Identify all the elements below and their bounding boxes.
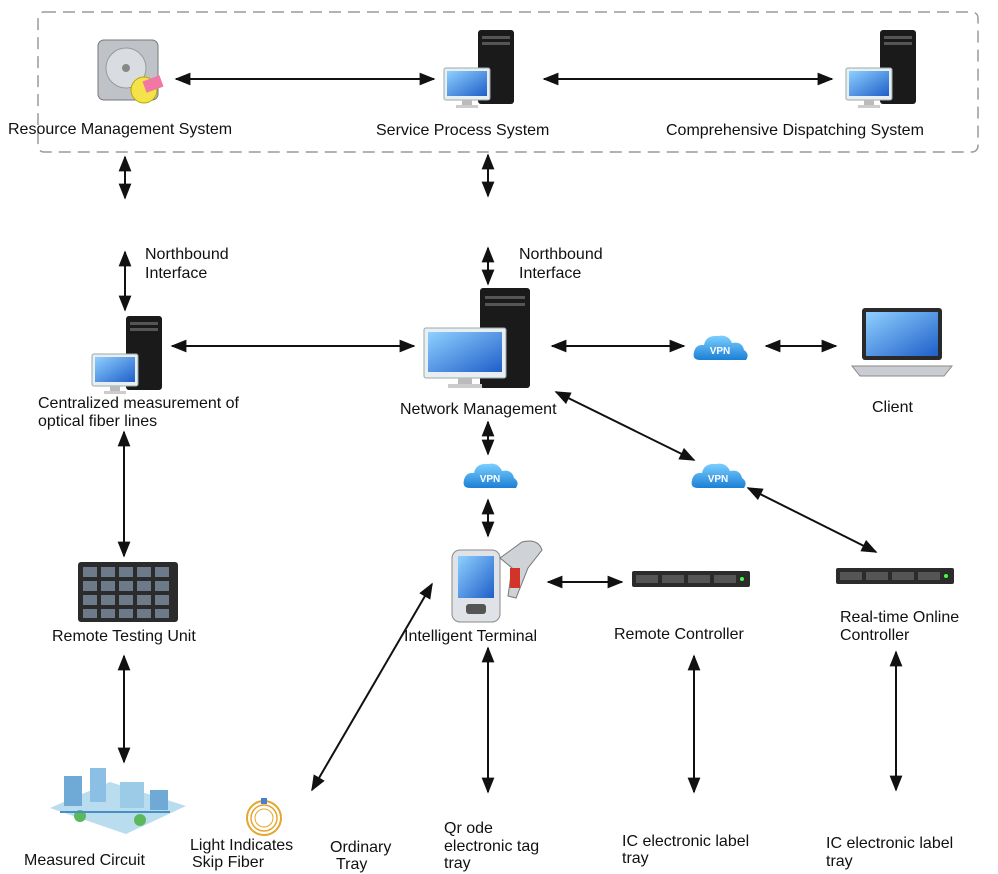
- ic-tray-1-label-1: IC electronic label: [622, 833, 750, 850]
- service-server-icon: [443, 29, 515, 109]
- laptop-icon: [850, 308, 954, 377]
- realtime-label-1: Real-time Online: [840, 609, 960, 626]
- dispatching-label: Comprehensive Dispatching System: [666, 122, 924, 139]
- intelligent-terminal-icon: [451, 540, 543, 623]
- remote-testing-rack-icon: [78, 562, 178, 622]
- realtime-controller-rack-icon: [836, 568, 954, 584]
- ordinary-tray-label-1: Ordinary: [330, 839, 392, 856]
- arrow-vpn-realtime-controller: [746, 487, 878, 553]
- network-management-server-icon: [423, 288, 530, 388]
- centralized-label-1: Centralized measurement of: [38, 395, 239, 412]
- hard-disk-icon: [97, 39, 164, 104]
- network-management-label: Network Management: [400, 401, 557, 418]
- top-systems-boundary: [37, 11, 979, 153]
- measured-circuit-city-icon: [50, 768, 186, 834]
- northbound-left-label-1: Northbound: [145, 246, 229, 263]
- qr-tray-label-1: Qr ode: [444, 820, 493, 837]
- arrow-network-vpn-realtime: [554, 391, 696, 461]
- vpn-realtime-icon: [691, 463, 746, 488]
- vpn-terminal-icon: [463, 463, 518, 488]
- connector-arrows: [117, 72, 903, 794]
- ic-tray-1-label-2: tray: [622, 850, 649, 867]
- light-fiber-label-1: Light Indicates: [190, 837, 294, 854]
- qr-tray-label-3: tray: [444, 855, 471, 872]
- centralized-label-2: optical fiber lines: [38, 413, 158, 430]
- service-process-label: Service Process System: [376, 122, 550, 139]
- dispatching-server-icon: [845, 29, 917, 109]
- northbound-mid-label-1: Northbound: [519, 246, 603, 263]
- fiber-coil-icon: [246, 798, 282, 836]
- remote-testing-label: Remote Testing Unit: [52, 628, 196, 645]
- ic-tray-2-label-1: IC electronic label: [826, 835, 954, 852]
- measured-circuit-label: Measured Circuit: [24, 852, 145, 869]
- ordinary-tray-label-2: Tray: [336, 856, 368, 873]
- ic-tray-2-label-2: tray: [826, 853, 853, 870]
- light-fiber-label-2: Skip Fiber: [192, 854, 265, 871]
- realtime-label-2: Controller: [840, 627, 910, 644]
- arrow-terminal-light-fiber: [311, 582, 433, 792]
- intelligent-terminal-label: Intelligent Terminal: [404, 628, 538, 645]
- remote-controller-rack-icon: [632, 571, 750, 587]
- northbound-mid-label-2: Interface: [519, 265, 582, 282]
- resource-management-label: Resource Management System: [8, 121, 233, 138]
- vpn-client-icon: [693, 335, 748, 360]
- centralized-server-icon: [91, 315, 163, 395]
- northbound-left-label-2: Interface: [145, 265, 208, 282]
- qr-tray-label-2: electronic tag: [444, 838, 540, 855]
- remote-controller-label: Remote Controller: [614, 626, 744, 643]
- client-label: Client: [872, 399, 913, 416]
